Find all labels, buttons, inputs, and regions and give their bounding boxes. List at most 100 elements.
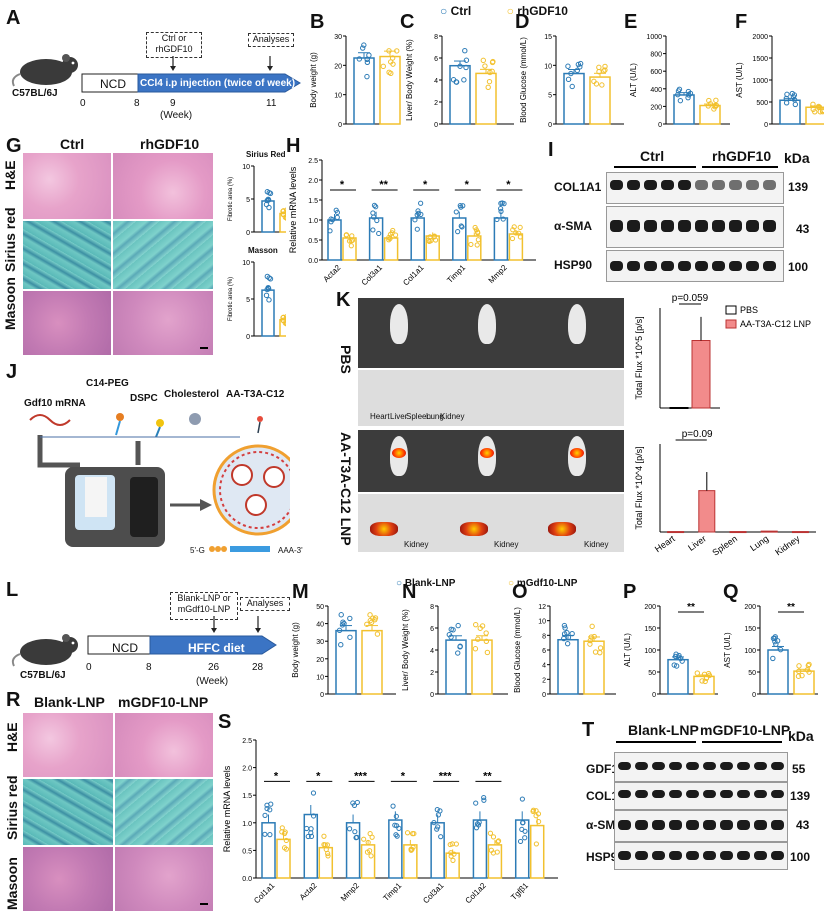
legend-treat: rhGDF10 <box>517 4 568 18</box>
data-point <box>490 850 496 856</box>
data-point <box>390 803 396 809</box>
sig-label: * <box>465 179 470 191</box>
sirius-image-ctrl <box>22 220 112 290</box>
y-tick-label: 150 <box>744 626 756 633</box>
data-point <box>373 204 379 210</box>
data-point <box>347 634 353 640</box>
data-point <box>699 678 705 684</box>
data-point <box>453 841 459 847</box>
x-tick-label: Col3a1 <box>421 881 446 906</box>
y-axis-label: ALT (U/L) <box>623 633 632 667</box>
k-row-lnp: AA-T3A-C12 LNP <box>338 432 354 546</box>
data-point <box>672 653 679 660</box>
bar-treat <box>467 235 482 261</box>
data-point <box>792 101 799 108</box>
western-band <box>678 261 691 271</box>
x-tick-label: Liver <box>686 533 708 552</box>
y-axis-label: Blood Glucose (mmol/L) <box>519 37 528 123</box>
t-size-1: 139 <box>790 789 811 803</box>
y-axis-label: Relative mRNA levels <box>288 166 298 253</box>
data-point <box>364 59 371 65</box>
western-band <box>746 261 759 271</box>
western-band <box>686 790 699 798</box>
data-point <box>447 841 453 848</box>
western-band <box>712 261 725 271</box>
western-band <box>635 851 648 860</box>
p-value: p=0.059 <box>672 293 709 304</box>
scale-bar-g <box>200 347 208 349</box>
data-point <box>587 641 593 647</box>
r-col-treat: mGDF10-LNP <box>118 694 209 710</box>
western-band <box>720 820 733 830</box>
ivis-mouse <box>568 436 586 476</box>
data-point <box>484 649 491 656</box>
data-point <box>777 646 784 653</box>
data-point <box>494 216 500 223</box>
data-point <box>815 103 822 110</box>
data-point <box>415 208 421 214</box>
panel-label-k: K <box>336 289 351 311</box>
data-point <box>370 227 376 233</box>
data-point <box>264 802 270 808</box>
y-tick-label: 4 <box>542 663 546 670</box>
western-band <box>652 851 665 860</box>
data-point <box>386 234 392 241</box>
data-point <box>479 623 486 629</box>
data-point <box>281 830 288 837</box>
data-point <box>348 238 354 244</box>
analyses-box-l: Analyses <box>240 597 290 611</box>
y-tick-label: 30 <box>316 639 324 646</box>
y-axis-label: Blood Glucose (mmol/L) <box>513 607 522 693</box>
data-point <box>599 82 605 88</box>
data-point <box>280 208 286 214</box>
y-axis-label: AST (U/L) <box>723 632 732 668</box>
j-label-lipid: AA-T3A-C12 <box>226 389 285 400</box>
y-tick-label: 400 <box>650 87 662 94</box>
data-point <box>686 92 692 98</box>
k-organ-label-1: Liver <box>390 412 408 421</box>
western-band <box>610 220 623 232</box>
bar-ctrl <box>335 629 357 695</box>
y-tick-label: 0 <box>752 692 756 699</box>
western-band <box>635 820 648 830</box>
data-point <box>810 101 816 107</box>
data-point <box>509 235 516 242</box>
j-label-dspc: DSPC <box>130 393 158 404</box>
western-band <box>635 762 648 770</box>
data-point <box>475 636 481 642</box>
y-tick-label: 2.5 <box>308 158 318 165</box>
ivis-mouse <box>478 436 496 476</box>
data-point <box>283 321 286 327</box>
t-treat-bracket <box>702 741 782 743</box>
data-point <box>705 103 711 109</box>
data-point <box>450 77 457 83</box>
data-point <box>283 846 289 852</box>
i-kda: kDa <box>784 150 810 166</box>
data-point <box>685 94 691 101</box>
y-tick-label: 150 <box>644 626 656 633</box>
data-point <box>284 321 286 326</box>
y-tick-label: 0 <box>430 692 434 699</box>
data-point <box>676 654 682 661</box>
data-point <box>418 200 424 206</box>
sirius-image-mgdf10 <box>114 778 214 846</box>
western-band <box>712 180 725 190</box>
data-point <box>500 216 506 222</box>
data-point <box>561 622 568 629</box>
y-tick-label: 5 <box>548 93 552 100</box>
western-band <box>771 790 784 798</box>
data-point <box>711 106 717 112</box>
data-point <box>713 97 719 104</box>
y-tick-label: 50 <box>748 670 756 677</box>
panel-label-c: C <box>400 11 415 33</box>
t-col-treat: mGDF10-LNP <box>700 722 791 738</box>
bar-treat <box>471 639 493 695</box>
data-point <box>773 641 779 647</box>
data-point <box>475 237 481 243</box>
western-band <box>695 180 708 190</box>
western-band <box>712 220 725 232</box>
data-point <box>434 807 440 813</box>
western-band <box>644 180 657 190</box>
